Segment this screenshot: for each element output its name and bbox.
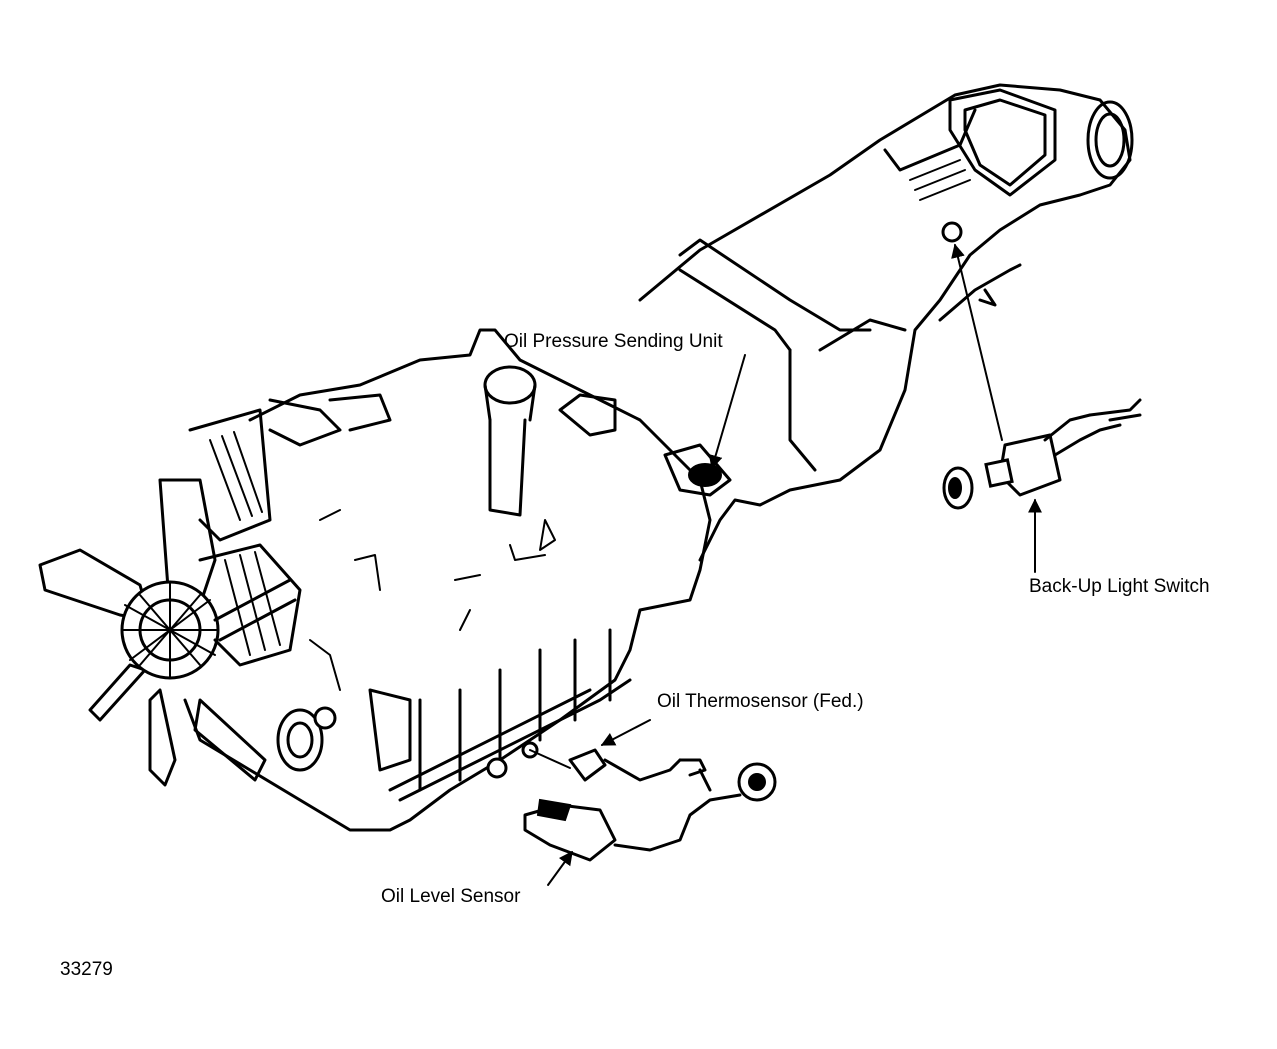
backup-light-switch	[942, 398, 1142, 510]
crank-pulley	[276, 706, 337, 772]
backup-switch-leader-top	[951, 243, 1003, 441]
oil-thermo-leader	[600, 719, 651, 746]
label-oil-thermosensor: Oil Thermosensor (Fed.)	[657, 691, 864, 712]
oil-level-leader	[547, 850, 573, 886]
figure-number: 33279	[60, 959, 113, 980]
cooling-fan	[38, 408, 302, 787]
oil-thermosensor	[521, 741, 707, 782]
label-back-up-light-switch: Back-Up Light Switch	[1029, 576, 1210, 597]
oil-level-sensor	[486, 757, 777, 862]
label-oil-level-sensor: Oil Level Sensor	[381, 886, 521, 907]
label-oil-pressure-sending-unit: Oil Pressure Sending Unit	[504, 331, 723, 352]
oil-pressure-leader	[708, 354, 746, 470]
engine-block	[183, 328, 732, 832]
transmission-housing	[638, 83, 1134, 562]
